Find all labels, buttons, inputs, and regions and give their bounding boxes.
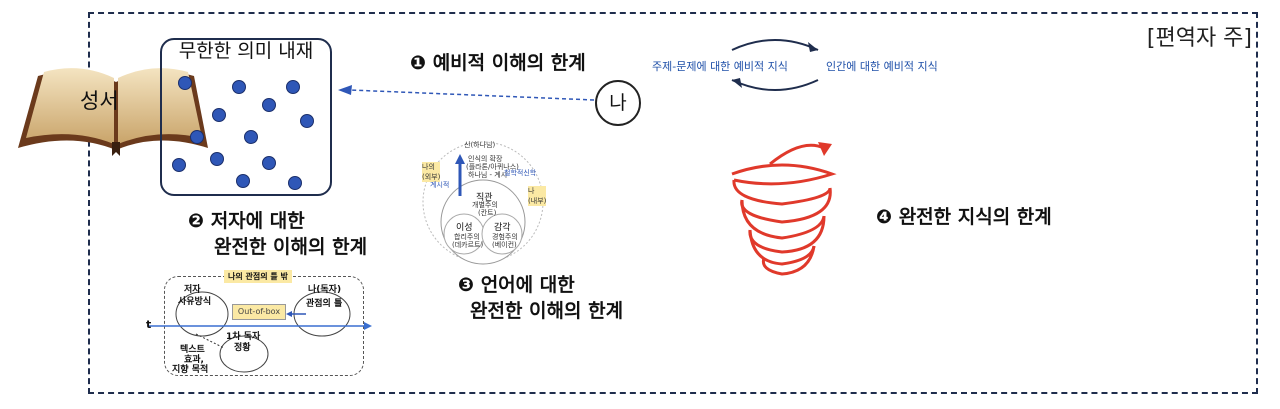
- translator-note-label: [편역자 주]: [1146, 26, 1252, 51]
- first-reader-label: 1차 독자: [226, 332, 261, 342]
- language-diagram: 신(하나님) 나의 (외부) 나 (내부) 인식의 확장 (플라톤/아퀴나스) …: [420, 138, 547, 266]
- meaning-dot: [178, 76, 192, 90]
- language-sense-sub: 경험주의: [492, 233, 518, 241]
- author-way: 사유방식: [178, 297, 212, 307]
- reader-frame-label: 관점의 틀: [306, 299, 343, 309]
- text-effect-3: 지향 목적: [172, 365, 209, 375]
- limit-3-line1: ❸ 언어에 대한: [458, 274, 575, 296]
- language-top: 신(하나님): [464, 141, 496, 149]
- limit-3-line2: 완전한 이해의 한계: [470, 300, 624, 322]
- meaning-dot: [286, 80, 300, 94]
- language-right-box: 나 (내부): [528, 186, 547, 206]
- meaning-dot: [210, 152, 224, 166]
- meaning-box: [160, 38, 332, 196]
- meaning-dot: [300, 114, 314, 128]
- language-reason-sub: 합리주의: [454, 233, 480, 241]
- situation-label: 정황: [234, 343, 251, 353]
- meaning-dot: [236, 174, 250, 188]
- author-label: 저자: [184, 285, 201, 295]
- meaning-dot: [288, 176, 302, 190]
- meaning-dot: [172, 158, 186, 172]
- language-sense: 감각: [494, 223, 511, 233]
- limit-1-label: ❶ 예비적 이해의 한계: [410, 52, 586, 74]
- language-circles: [422, 141, 544, 265]
- cycle-right-label: 인간에 대한 예비적 지식: [826, 60, 938, 73]
- meaning-dot: [212, 108, 226, 122]
- knowledge-spiral: [731, 142, 837, 276]
- meaning-dot: [190, 130, 204, 144]
- language-mid-sub2: (칸트): [478, 209, 497, 217]
- language-mid-sub: 개별주의: [472, 201, 498, 209]
- language-right-small: 철학적신학: [504, 169, 537, 177]
- time-axis-label: t: [146, 318, 152, 331]
- reader-label: 나(독자): [308, 285, 342, 295]
- language-left-box: 나의 (외부): [422, 162, 441, 182]
- outside-frame-title: 나의 관점의 틀 밖: [224, 270, 292, 283]
- meaning-dot: [262, 156, 276, 170]
- text-effect-1: 텍스트: [180, 345, 205, 355]
- out-of-box-label: Out-of-box: [232, 304, 286, 320]
- preunderstanding-arrow: [338, 85, 595, 101]
- reader-diagram-shapes: [148, 291, 372, 373]
- language-center-b: (플라톤/아퀴나스): [466, 163, 519, 171]
- meaning-dot: [262, 98, 276, 112]
- meaning-box-title: 무한한 의미 내재: [178, 40, 314, 62]
- limit-2-line1: ❷ 저자에 대한: [188, 210, 305, 232]
- limit-4-label: ❹ 완전한 지식의 한계: [876, 206, 1052, 228]
- language-center-a: 인식의 확장: [468, 155, 503, 163]
- language-sense-sub2: (베이컨): [492, 241, 517, 249]
- cycle-arrows: [731, 39, 819, 91]
- cycle-left-label: 주제-문제에 대한 예비적 지식: [652, 60, 788, 73]
- bible-label: 성서: [80, 89, 119, 113]
- language-mid: 직관: [476, 193, 493, 203]
- me-circle: 나: [595, 80, 641, 126]
- language-left-small: 계시적: [430, 181, 450, 189]
- language-center-c: 하나님 - 계시: [468, 171, 508, 179]
- limit-2-line2: 완전한 이해의 한계: [214, 236, 368, 258]
- translator-note-frame: [88, 12, 1258, 394]
- meaning-dot: [232, 80, 246, 94]
- meaning-dot: [244, 130, 258, 144]
- language-reason-sub2: (데카르트): [452, 241, 484, 249]
- text-effect-2: 효과,: [184, 355, 204, 365]
- language-reason: 이성: [456, 223, 473, 233]
